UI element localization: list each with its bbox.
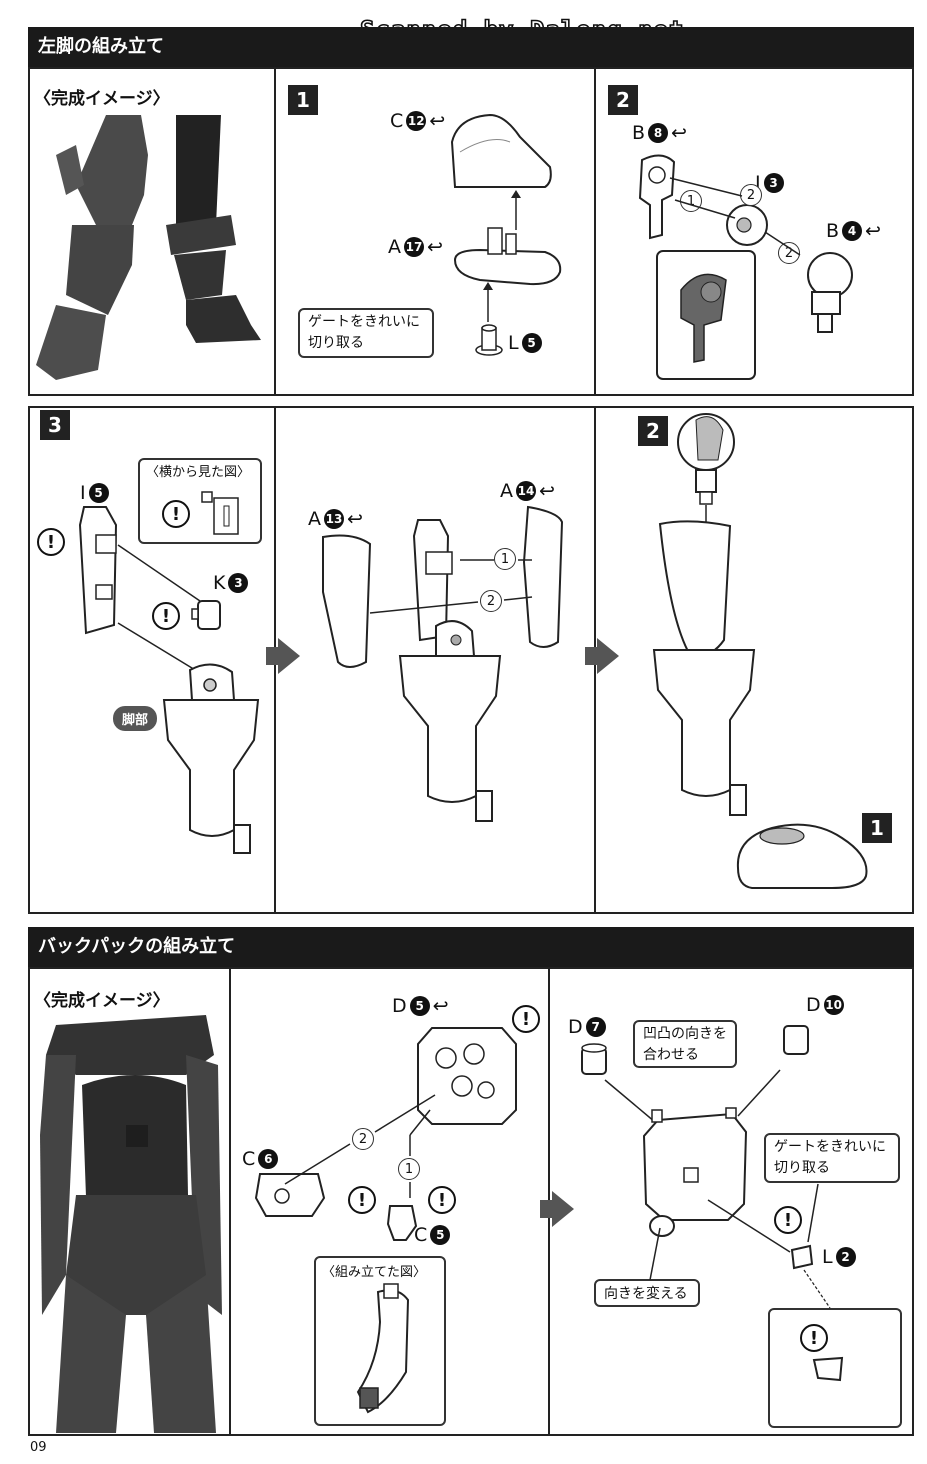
seq-marker-1: 1 (494, 548, 516, 570)
part-b4-shape (807, 252, 853, 333)
exclamation-icon: ! (152, 602, 180, 630)
complete-image-label: 〈完成イメージ〉 (34, 991, 170, 1011)
leg-full-assembly (652, 520, 756, 816)
arrow-right-icon (552, 1191, 574, 1227)
step2-detail-inset (656, 250, 756, 380)
part-l2-shape (790, 1244, 814, 1270)
part-c5-shape (386, 1205, 418, 1241)
part-i3-shape (726, 204, 768, 246)
part-d7-shape (581, 1043, 607, 1075)
exclamation-icon: ! (428, 1186, 456, 1214)
step-2-number: 2 (608, 85, 638, 115)
complete-image-label: 〈完成イメージ〉 (34, 89, 170, 109)
nub-cut-icon: ↩ (671, 122, 687, 144)
seq-marker-1: 1 (398, 1158, 420, 1180)
leg-mid-assembly (398, 519, 502, 822)
nub-cut-icon: ↩ (539, 480, 555, 502)
exclamation-icon: ! (800, 1324, 828, 1352)
part-a13-shape (322, 534, 372, 668)
exclamation-icon: ! (37, 528, 65, 556)
nub-cut-icon: ↩ (427, 236, 443, 258)
section-header-backpack: バックパックの組み立て (28, 927, 914, 967)
part-a14-shape (522, 505, 564, 648)
part-b8-shape (638, 154, 676, 240)
nub-cut-icon: ↩ (429, 110, 446, 132)
change-orientation-note: 向きを変える (594, 1279, 700, 1307)
nub-cut-icon: ↩ (432, 995, 449, 1017)
section-header-leg: 左脚の組み立て (28, 27, 914, 67)
seq-marker-2: 2 (352, 1128, 374, 1150)
backpack-assembled-shape (642, 1107, 748, 1237)
part-c6-shape (254, 1173, 326, 1217)
part-i5-shape (78, 506, 118, 635)
gate-cut-note: ゲートをきれいに 切り取る (298, 308, 434, 358)
exclamation-icon: ! (162, 500, 190, 528)
nub-cut-icon: ↩ (865, 220, 881, 242)
page-number: 09 (30, 1440, 47, 1455)
arrow-right-icon (597, 638, 619, 674)
gate-cut-note: ゲートをきれいに 切り取る (764, 1133, 900, 1183)
exclamation-icon: ! (774, 1206, 802, 1234)
exclamation-icon: ! (512, 1005, 540, 1033)
backpack-complete-image (40, 1015, 222, 1433)
step-1-number: 1 (288, 85, 318, 115)
seq-marker-2: 2 (480, 590, 502, 612)
step-3-number: 3 (40, 410, 70, 440)
seq-marker-2: 2 (778, 242, 800, 264)
nub-cut-icon: ↩ (347, 508, 363, 530)
arrow-right-icon (278, 638, 300, 674)
part-k3-shape (191, 600, 221, 630)
joint-ball-shape (677, 413, 735, 505)
part-a17-shape (453, 227, 562, 286)
ref-step-1: 1 (862, 813, 892, 843)
part-c12-shape (450, 113, 552, 188)
foot-shape (736, 823, 868, 889)
align-notch-note: 凹凸の向きを 合わせる (633, 1020, 737, 1068)
leg-part-tag: 脚部 (113, 706, 158, 731)
ref-step-2: 2 (638, 416, 668, 446)
part-l5-shape (475, 324, 503, 356)
leg-complete-image (36, 115, 261, 380)
part-d5-shape (417, 1027, 517, 1125)
leg-lower-shape (162, 663, 260, 854)
exclamation-icon: ! (348, 1186, 376, 1214)
side-view-inset: 〈横から見た図〉 (138, 458, 262, 544)
part-d10-shape (783, 1025, 809, 1055)
